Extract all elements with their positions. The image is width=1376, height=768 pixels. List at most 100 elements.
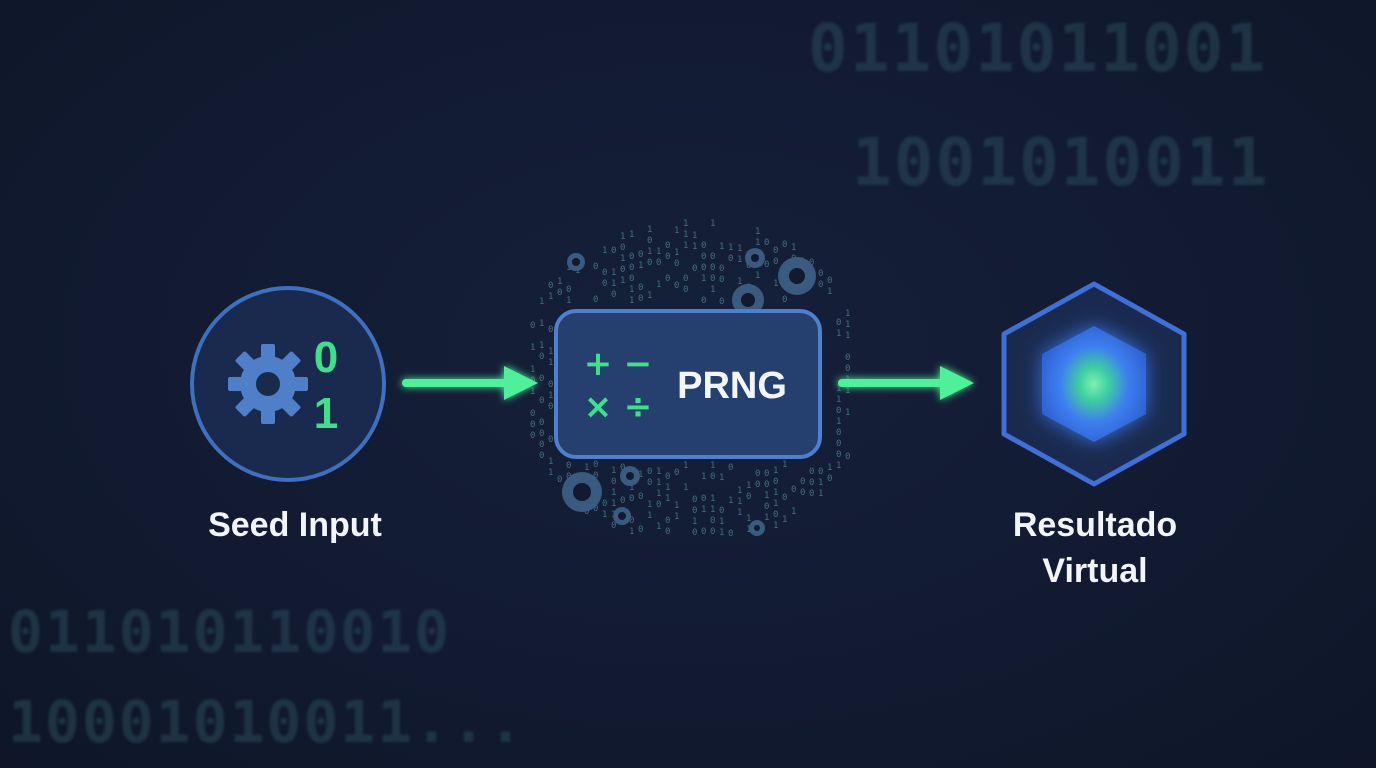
rain-digit: 1 (710, 494, 715, 504)
rain-digit: 1 (575, 266, 580, 276)
rain-digit: 1 (746, 481, 751, 491)
hexagon-icon (1042, 326, 1146, 442)
rain-digit: 0 (611, 290, 616, 300)
rain-digit: 0 (638, 283, 643, 293)
rain-digit: 0 (647, 258, 652, 268)
rain-digit: 0 (836, 439, 841, 449)
result-node (1001, 281, 1187, 487)
rain-digit: 1 (647, 500, 652, 510)
rain-digit: 0 (647, 478, 652, 488)
rain-digit: 1 (737, 244, 742, 254)
rain-digit: 0 (809, 489, 814, 499)
rain-digit: 1 (548, 457, 553, 467)
rain-digit: 0 (638, 525, 643, 535)
rain-digit: 1 (692, 242, 697, 252)
rain-digit: 1 (719, 242, 724, 252)
rain-digit: 0 (620, 243, 625, 253)
rain-digit: 1 (737, 255, 742, 265)
rain-digit: 1 (773, 466, 778, 476)
rain-digit: 0 (548, 435, 553, 445)
rain-digit: 1 (746, 514, 751, 524)
rain-digit: 0 (629, 252, 634, 262)
rain-digit: 1 (665, 494, 670, 504)
rain-digit: 0 (764, 502, 769, 512)
rain-digit: 1 (836, 461, 841, 471)
rain-digit: 1 (818, 489, 823, 499)
rain-digit: 1 (620, 232, 625, 242)
rain-digit: 0 (566, 461, 571, 471)
rain-digit: 0 (656, 500, 661, 510)
rain-digit: 0 (773, 257, 778, 267)
rain-digit: 0 (728, 463, 733, 473)
rain-digit: 1 (737, 486, 742, 496)
rain-digit: 0 (593, 295, 598, 305)
rain-digit: 0 (620, 463, 625, 473)
rain-digit: 1 (845, 408, 850, 418)
rain-digit: 1 (701, 505, 706, 515)
gear-icon (732, 284, 764, 316)
rain-digit: 0 (710, 252, 715, 262)
seed-node: 0 1 (190, 286, 386, 482)
rain-digit: 0 (773, 246, 778, 256)
rain-digit: 1 (629, 483, 634, 493)
rain-digit: 0 (602, 499, 607, 509)
rain-digit: 1 (719, 528, 724, 538)
rain-digit: 1 (656, 467, 661, 477)
rain-digit: 0 (728, 529, 733, 539)
rain-digit: 1 (647, 511, 652, 521)
rain-digit: 1 (647, 291, 652, 301)
rain-digit: 0 (620, 496, 625, 506)
rain-digit: 0 (638, 492, 643, 502)
rain-digit: 0 (665, 252, 670, 262)
rain-digit: 1 (773, 279, 778, 289)
rain-digit: 0 (548, 380, 553, 390)
rain-digit: 0 (710, 516, 715, 526)
rain-digit: 1 (845, 386, 850, 396)
rain-digit: 1 (791, 243, 796, 253)
rain-digit: 0 (701, 252, 706, 262)
divide-icon: ÷ (624, 387, 653, 427)
rain-digit: 1 (620, 276, 625, 286)
rain-digit: 0 (539, 352, 544, 362)
rain-digit: 0 (710, 472, 715, 482)
rain-digit: 1 (638, 261, 643, 271)
rain-digit: 0 (674, 259, 679, 269)
rain-digit: 1 (638, 470, 643, 480)
rain-digit: 0 (845, 452, 850, 462)
rain-digit: 0 (611, 477, 616, 487)
rain-digit: 0 (692, 264, 697, 274)
rain-digit: 0 (566, 285, 571, 295)
rain-digit: 0 (629, 274, 634, 284)
rain-digit: 1 (665, 483, 670, 493)
rain-digit: 0 (836, 318, 841, 328)
rain-digit: 1 (611, 499, 616, 509)
rain-digit: 0 (656, 258, 661, 268)
rain-digit: 0 (836, 428, 841, 438)
rain-digit: 1 (683, 241, 688, 251)
rain-digit: 0 (827, 276, 832, 286)
rain-digit: 1 (773, 488, 778, 498)
rain-digit: 0 (701, 527, 706, 537)
rain-digit: 0 (539, 418, 544, 428)
minus-icon: − (624, 344, 653, 384)
rain-digit: 1 (845, 309, 850, 319)
rain-digit: 1 (782, 515, 787, 525)
gear-icon (562, 472, 602, 512)
rain-digit: 1 (683, 219, 688, 229)
rain-digit: 0 (746, 261, 751, 271)
rain-digit: 1 (674, 226, 679, 236)
rain-digit: 0 (809, 478, 814, 488)
rain-digit: 1 (611, 466, 616, 476)
rain-digit: 0 (746, 492, 751, 502)
rain-digit: 1 (566, 296, 571, 306)
small-gear-icon (749, 520, 765, 536)
rain-digit: 1 (548, 468, 553, 478)
rain-digit: 1 (755, 271, 760, 281)
rain-digit: 0 (593, 471, 598, 481)
background-binary-bottom-1: 011010110010 (8, 598, 452, 666)
rain-digit: 0 (593, 262, 598, 272)
rain-digit: 1 (746, 525, 751, 535)
rain-digit: 1 (719, 517, 724, 527)
rain-digit: 0 (665, 472, 670, 482)
gear-icon (778, 257, 816, 295)
